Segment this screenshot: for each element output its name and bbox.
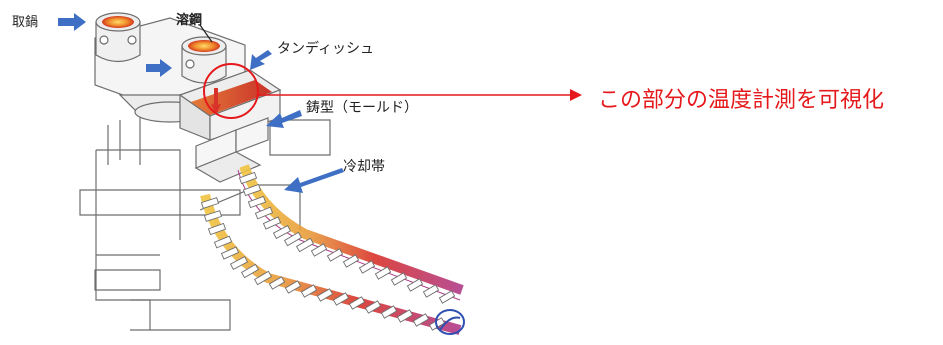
cutoff-marker-icon bbox=[435, 309, 465, 335]
callout-arrow-icon bbox=[258, 89, 582, 101]
label-molten-steel: 溶鋼 bbox=[176, 13, 203, 28]
arrow-tundish-icon bbox=[250, 50, 272, 70]
callout-text: この部分の温度計測を可視化 bbox=[598, 88, 885, 113]
label-mold: 鋳型（モールド） bbox=[306, 100, 418, 116]
mold-segment bbox=[194, 117, 269, 183]
highlight-circle-icon bbox=[203, 63, 259, 119]
arrow-turret-icon bbox=[146, 59, 172, 77]
ladle-left bbox=[95, 12, 141, 63]
arrow-cooling-icon bbox=[284, 168, 344, 193]
label-tundish: タンディッシュ bbox=[277, 41, 375, 57]
ladle-right bbox=[181, 36, 227, 84]
arrow-mold-icon bbox=[266, 110, 302, 128]
rear-rollers bbox=[238, 171, 456, 304]
support-frame bbox=[79, 110, 331, 331]
label-cooling-zone: 冷却帯 bbox=[343, 159, 385, 175]
label-ladle: 取鍋 bbox=[12, 15, 39, 30]
arrow-molten-icon bbox=[199, 24, 213, 43]
arrow-ladle-icon bbox=[58, 13, 86, 31]
front-rollers bbox=[200, 197, 446, 331]
